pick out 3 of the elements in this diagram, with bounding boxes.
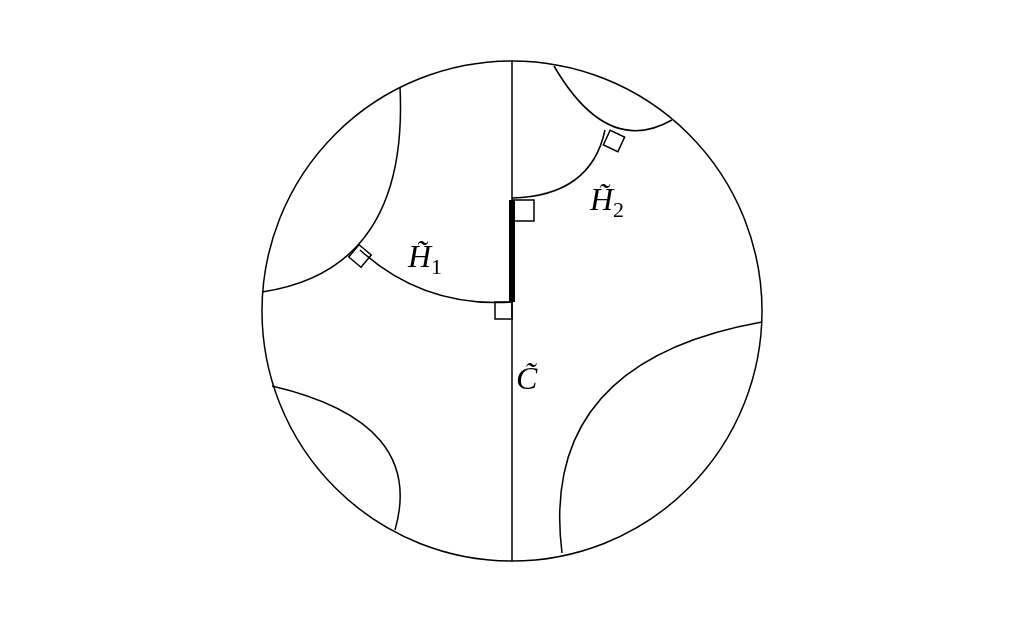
line-label: C̃ (516, 362, 538, 394)
curve-label: H̃$_{1}$ (408, 240, 443, 279)
curve-label: H̃$_{2}$ (590, 183, 625, 222)
